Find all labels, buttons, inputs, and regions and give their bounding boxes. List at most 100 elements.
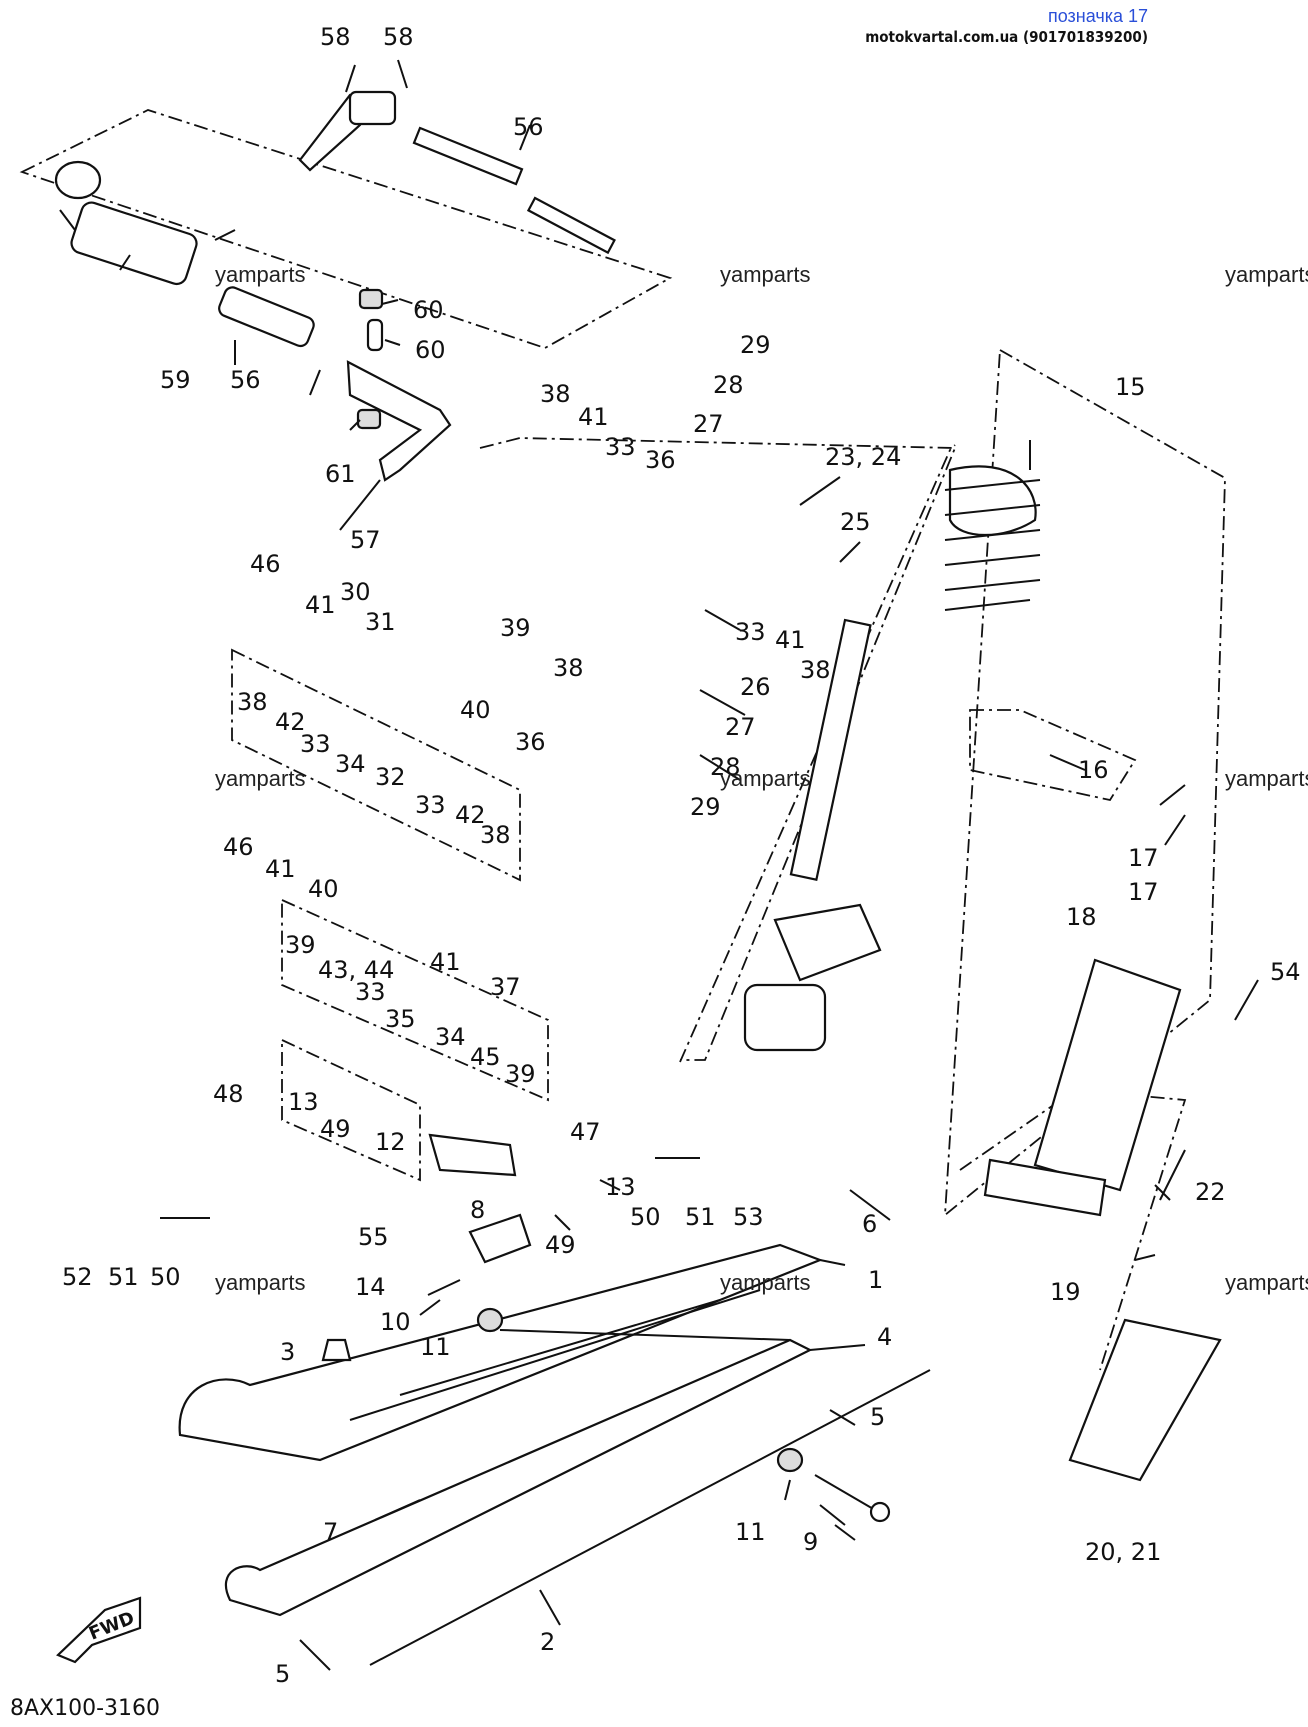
callout-38c: 38: [237, 688, 268, 716]
callout-39b: 40: [460, 696, 491, 724]
callout-42: 46: [250, 550, 281, 578]
watermark-2: yamparts: [720, 262, 810, 287]
callout-11: 11: [420, 1333, 451, 1361]
leader-lines: [59, 59, 1259, 1671]
callout-labels: 1 2 3 4 5 5 6 7 8 9 10 11 11 12 13 13 14…: [62, 23, 1301, 1688]
watermark-5: yamparts: [720, 766, 810, 791]
part-53-shaft[interactable]: [217, 285, 316, 348]
part-2-ski-runner[interactable]: [224, 1338, 931, 1666]
callout-13: 13: [288, 1088, 319, 1116]
callout-7: 7: [323, 1518, 338, 1546]
callout-55: 58: [320, 23, 351, 51]
watermarks: yamparts yamparts yamparts yamparts yamp…: [215, 262, 1308, 1295]
watermark-7: yamparts: [215, 1270, 305, 1295]
part-9-bolt[interactable]: [814, 1474, 891, 1523]
part-11-nut[interactable]: [476, 1307, 804, 1473]
part-fwd-arrow: [56, 1596, 142, 1664]
part-57-pin[interactable]: [366, 318, 384, 352]
callout-38a: 38: [540, 380, 571, 408]
callout-16: 16: [1078, 756, 1109, 784]
part-8-pad[interactable]: [468, 1213, 532, 1264]
callout-11b: 11: [735, 1518, 766, 1546]
callout-19: 19: [1050, 1278, 1081, 1306]
callout-58: 60: [413, 296, 444, 324]
part-1-ski[interactable]: [178, 1243, 824, 1462]
part-4-ski-rail[interactable]: [499, 1329, 791, 1341]
callout-48: 50: [150, 1263, 181, 1291]
callout-50: 52: [62, 1263, 93, 1291]
callout-33c: 33: [300, 730, 331, 758]
group-outline-links: [231, 648, 521, 882]
watermark-8: yamparts: [720, 1270, 810, 1295]
callout-51: 54: [1270, 958, 1301, 986]
callout-2: 2: [540, 1628, 555, 1656]
callout-13b: 13: [605, 1173, 636, 1201]
callout-39a: 39: [500, 614, 531, 642]
callout-42b: 46: [223, 833, 254, 861]
callout-56b: 59: [160, 366, 191, 394]
callout-52: 56: [513, 113, 544, 141]
callout-46b: 49: [545, 1231, 576, 1259]
callout-29: 29: [740, 331, 771, 359]
callout-25: 25: [840, 508, 871, 536]
callout-32: 32: [375, 763, 406, 791]
part-19-damper-body[interactable]: [983, 958, 1182, 1217]
callout-12: 12: [375, 1128, 406, 1156]
part-59-column-boot[interactable]: [54, 160, 199, 287]
header-site[interactable]: motokvartal.com.ua (901701839200): [865, 28, 1148, 46]
callout-54: 57: [350, 526, 381, 554]
part-52-tie-rod[interactable]: [412, 126, 616, 255]
callout-49: 51: [108, 1263, 139, 1291]
callout-27: 27: [693, 410, 724, 438]
callout-4: 4: [877, 1323, 892, 1351]
callout-17: 17: [1128, 844, 1159, 872]
callout-50b: 53: [733, 1203, 764, 1231]
callout-53: 56: [230, 366, 261, 394]
group-outline-sleeve: [969, 709, 1137, 802]
group-outline-steering: [19, 109, 673, 349]
part-54-steering-column-arm[interactable]: [346, 360, 452, 482]
callout-34: 34: [335, 750, 366, 778]
callout-10: 10: [380, 1308, 411, 1336]
callout-23-24: 23, 24: [825, 443, 901, 471]
callout-40b: 41: [265, 855, 296, 883]
callout-41a: 41: [578, 403, 609, 431]
callout-5b: 5: [275, 1660, 290, 1688]
callout-41d: 42: [455, 801, 486, 829]
group-outline-spring: [679, 444, 956, 1063]
part-3-bolt[interactable]: [321, 1338, 352, 1362]
watermark-4: yamparts: [215, 766, 305, 791]
callout-41f: 45: [470, 1043, 501, 1071]
diagram-code: 8AX100-3160: [10, 1696, 160, 1721]
part-55-steering-arm[interactable]: [298, 90, 397, 172]
callout-18: 18: [1066, 903, 1097, 931]
callout-41c: 42: [275, 708, 306, 736]
part-43-44-knuckle[interactable]: [428, 1133, 517, 1177]
watermark-6: yamparts: [1225, 766, 1308, 791]
header-title[interactable]: позначка 17: [1047, 6, 1148, 26]
callout-40: 41: [305, 591, 336, 619]
callout-27b: 27: [725, 713, 756, 741]
callout-28b: 28: [710, 753, 741, 781]
callout-36: 36: [515, 728, 546, 756]
callout-46: 49: [320, 1115, 351, 1143]
callout-14: 14: [355, 1273, 386, 1301]
part-58-nut[interactable]: [356, 288, 384, 430]
callout-22: 22: [1195, 1178, 1226, 1206]
callout-9: 9: [803, 1528, 818, 1556]
callout-20-21: 20, 21: [1085, 1538, 1161, 1566]
callout-38f: 39: [505, 1060, 536, 1088]
callout-6: 6: [862, 1210, 877, 1238]
watermark-9: yamparts: [1225, 1270, 1308, 1295]
callout-34b: 35: [385, 1005, 416, 1033]
callout-1: 1: [868, 1266, 883, 1294]
watermark-1: yamparts: [215, 262, 305, 287]
callout-38b: 38: [800, 656, 831, 684]
part-20-21-cover[interactable]: [1068, 1318, 1222, 1482]
callout-28: 28: [713, 371, 744, 399]
callout-37: 38: [553, 654, 584, 682]
callout-51b: 55: [358, 1223, 389, 1251]
callout-33e: 33: [355, 978, 386, 1006]
part-15-shock-absorber[interactable]: [743, 440, 1041, 1052]
